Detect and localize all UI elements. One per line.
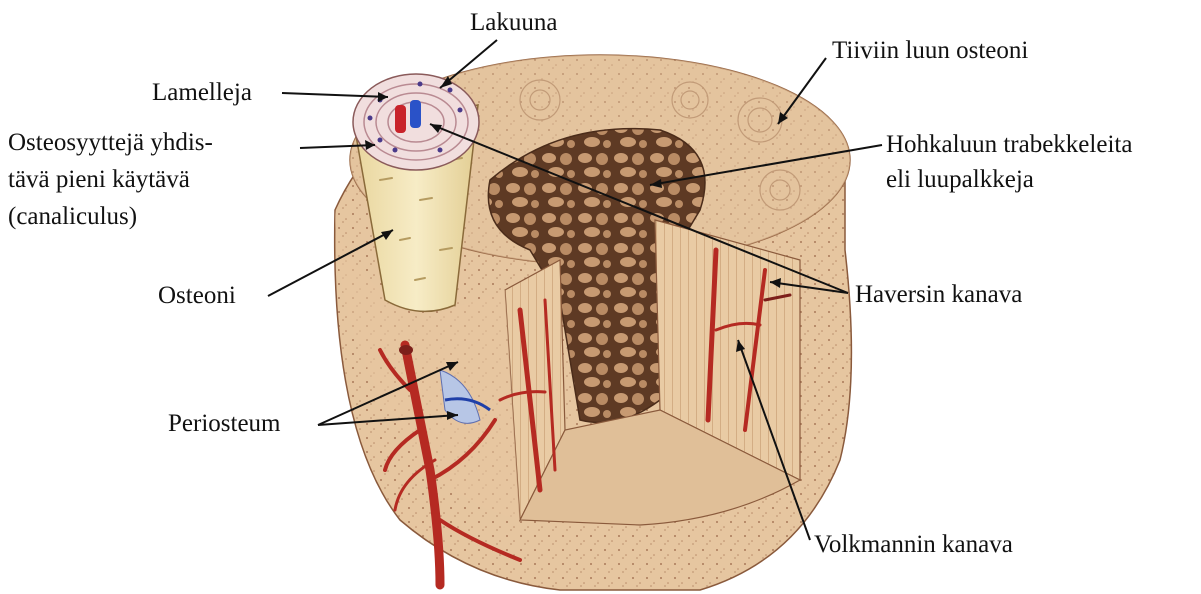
label-haversin-kanava: Haversin kanava [855,280,1022,310]
label-lamelleja: Lamelleja [152,78,252,108]
label-lakuuna: Lakuuna [470,8,557,38]
label-canaliculus-line-1: Osteosyyttejä yhdis- [8,128,213,158]
label-volkmannin-kanava: Volkmannin kanava [814,530,1013,560]
label-canaliculus-line-2: tävä pieni käytävä [8,165,190,195]
label-canaliculus-line-3: (canaliculus) [8,202,137,232]
label-osteoni: Osteoni [158,281,236,311]
label-hohkaluu-line-1: Hohkaluun trabekkeleita [886,130,1132,160]
label-hohkaluu-line-2: eli luupalkkeja [886,165,1034,195]
label-periosteum: Periosteum [168,409,281,439]
label-tiiviin-luun-osteoni: Tiiviin luun osteoni [832,36,1028,66]
